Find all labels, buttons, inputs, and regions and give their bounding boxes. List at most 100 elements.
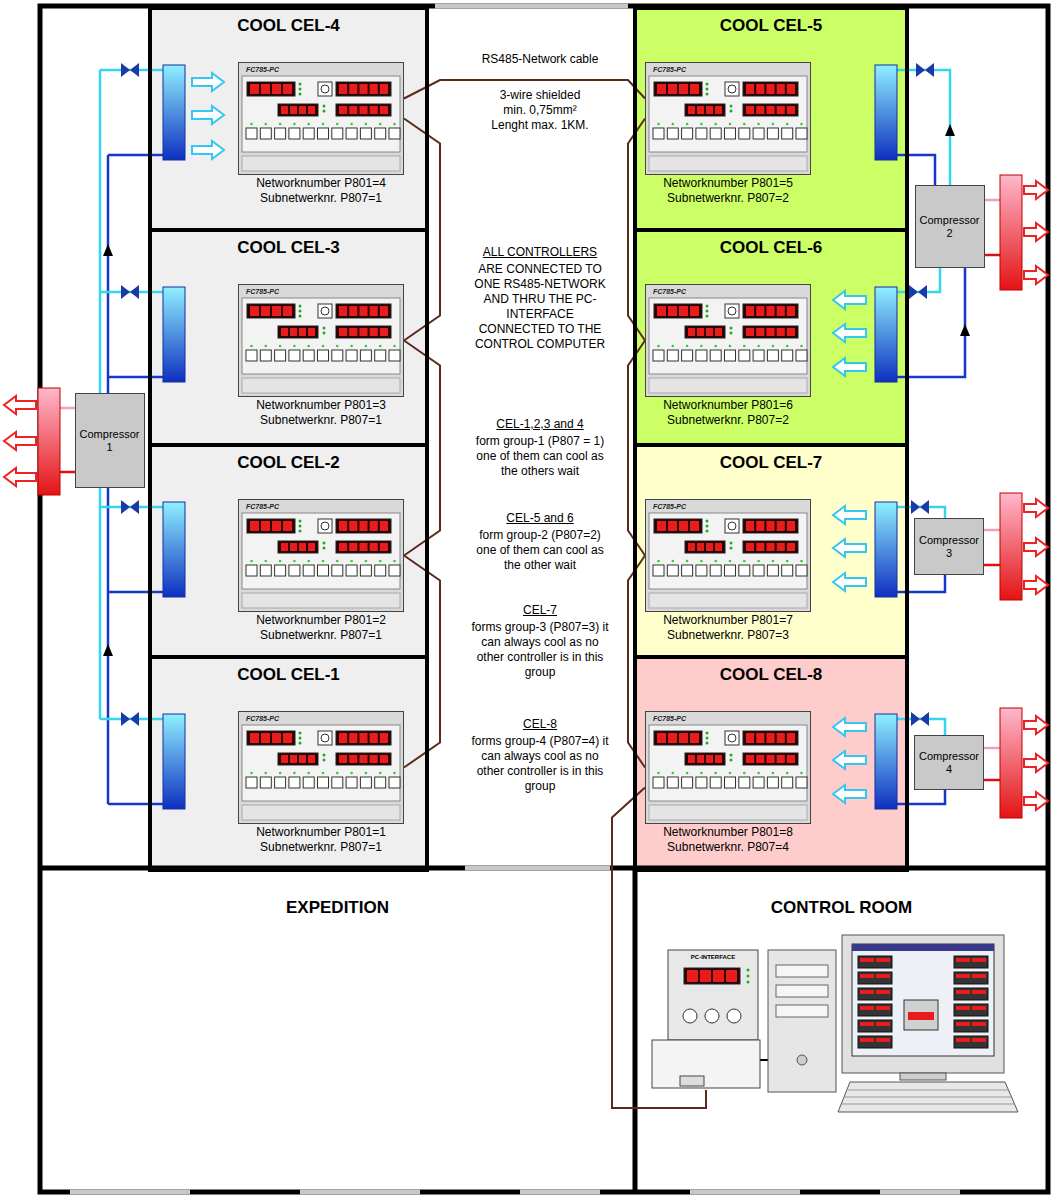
controller-panel xyxy=(242,298,400,374)
indicator-led xyxy=(323,105,326,108)
key-button xyxy=(289,777,300,788)
indicator-led xyxy=(743,123,746,126)
indicator-led xyxy=(350,772,353,775)
hot-gas-pipe xyxy=(982,199,1000,202)
indicator-led xyxy=(279,123,282,126)
indicator-led xyxy=(322,772,325,775)
led-digit xyxy=(250,306,259,316)
led-display xyxy=(336,731,391,745)
cell-heading: COOL CEL-1 xyxy=(152,665,425,685)
controller-panel xyxy=(649,76,807,152)
key-button xyxy=(682,350,693,361)
terminal-block xyxy=(680,1076,704,1086)
key-button xyxy=(696,565,707,576)
led-digit xyxy=(766,328,774,336)
cool-cell: COOL CEL-8Networknumber P801=8 Subnetwer… xyxy=(633,655,909,872)
screen-display xyxy=(972,974,986,978)
led-digit xyxy=(787,328,795,336)
supply-pipe xyxy=(897,268,940,292)
led-digit xyxy=(261,84,270,94)
indicator-led xyxy=(800,560,803,563)
led-digit xyxy=(370,543,378,551)
key-button xyxy=(753,777,764,788)
indicator-led xyxy=(265,772,268,775)
led-digit xyxy=(706,755,713,763)
key-button xyxy=(275,777,286,788)
key-button xyxy=(782,350,793,361)
indicator-led xyxy=(299,315,302,318)
return-pipe xyxy=(108,591,163,594)
screen-display xyxy=(972,1006,986,1010)
led-digit xyxy=(756,84,764,94)
led-display xyxy=(743,104,798,116)
led-digit xyxy=(380,521,388,531)
indicator-led xyxy=(706,305,709,308)
indicator-led xyxy=(379,123,382,126)
led-digit xyxy=(339,543,347,551)
led-display xyxy=(336,82,391,96)
key-button xyxy=(389,777,400,788)
air-flow-arrow xyxy=(1024,499,1048,517)
condenser xyxy=(1000,708,1022,818)
controller-base xyxy=(242,805,400,820)
led-digit xyxy=(657,84,666,94)
screen-display xyxy=(956,990,970,994)
indicator-led xyxy=(672,772,675,775)
led-display xyxy=(278,753,318,765)
note-heading: CEL-5 and 6 xyxy=(470,511,610,526)
indicator-led xyxy=(323,547,326,550)
led-digit xyxy=(706,106,713,114)
controller-panel xyxy=(649,298,807,374)
led-display xyxy=(654,304,702,318)
network-number: Networknumber P801=6 Subnetwerknr. P807=… xyxy=(648,398,808,428)
indicator-led xyxy=(729,123,732,126)
flow-arrow xyxy=(103,644,113,656)
drive-bay xyxy=(776,965,828,977)
led-digit xyxy=(766,106,774,114)
screen-display xyxy=(956,1038,970,1042)
led-digit xyxy=(687,970,698,982)
led-display xyxy=(336,519,391,533)
led-digit xyxy=(380,306,388,316)
indicator-led xyxy=(299,88,302,91)
supply-pipe xyxy=(897,507,945,518)
cool-cell: COOL CEL-1Networknumber P801=1 Subnetwer… xyxy=(148,655,429,872)
led-digit xyxy=(272,521,281,531)
cell-floor xyxy=(148,443,429,659)
network-cable xyxy=(404,556,440,768)
key-button xyxy=(796,777,807,788)
screen-panel xyxy=(954,1020,988,1032)
indicator-led xyxy=(672,345,675,348)
led-display xyxy=(247,304,295,318)
indicator-led xyxy=(729,772,732,775)
door xyxy=(300,1190,420,1195)
clock-icon xyxy=(725,82,739,96)
led-digit xyxy=(261,733,270,743)
key-button xyxy=(332,777,343,788)
note-heading: ALL CONTROLLERS xyxy=(470,245,610,260)
note-text: form group-1 (P807 = 1) one of them can … xyxy=(470,434,610,479)
clock-icon xyxy=(728,734,736,742)
led-digit xyxy=(688,543,695,551)
door xyxy=(520,1190,600,1195)
indicator-led xyxy=(250,772,253,775)
led-digit xyxy=(777,328,785,336)
led-display xyxy=(685,326,725,338)
led-digit xyxy=(746,543,754,551)
key-button xyxy=(667,350,678,361)
compressor-box: Compressor 3 xyxy=(914,518,984,575)
led-digit xyxy=(706,328,713,336)
key-button xyxy=(318,777,329,788)
network-number: Networknumber P801=4 Subnetwerknr. P807=… xyxy=(241,176,401,206)
led-digit xyxy=(766,84,774,94)
indicator-led xyxy=(323,332,326,335)
screen-display xyxy=(876,1022,890,1026)
indicator-led xyxy=(730,759,733,762)
led-display xyxy=(685,541,725,553)
led-digit xyxy=(349,733,357,743)
compressor-label: Compressor 1 xyxy=(80,428,140,454)
controller-illustration xyxy=(645,711,811,824)
key-button xyxy=(682,565,693,576)
floor xyxy=(40,6,1048,1192)
